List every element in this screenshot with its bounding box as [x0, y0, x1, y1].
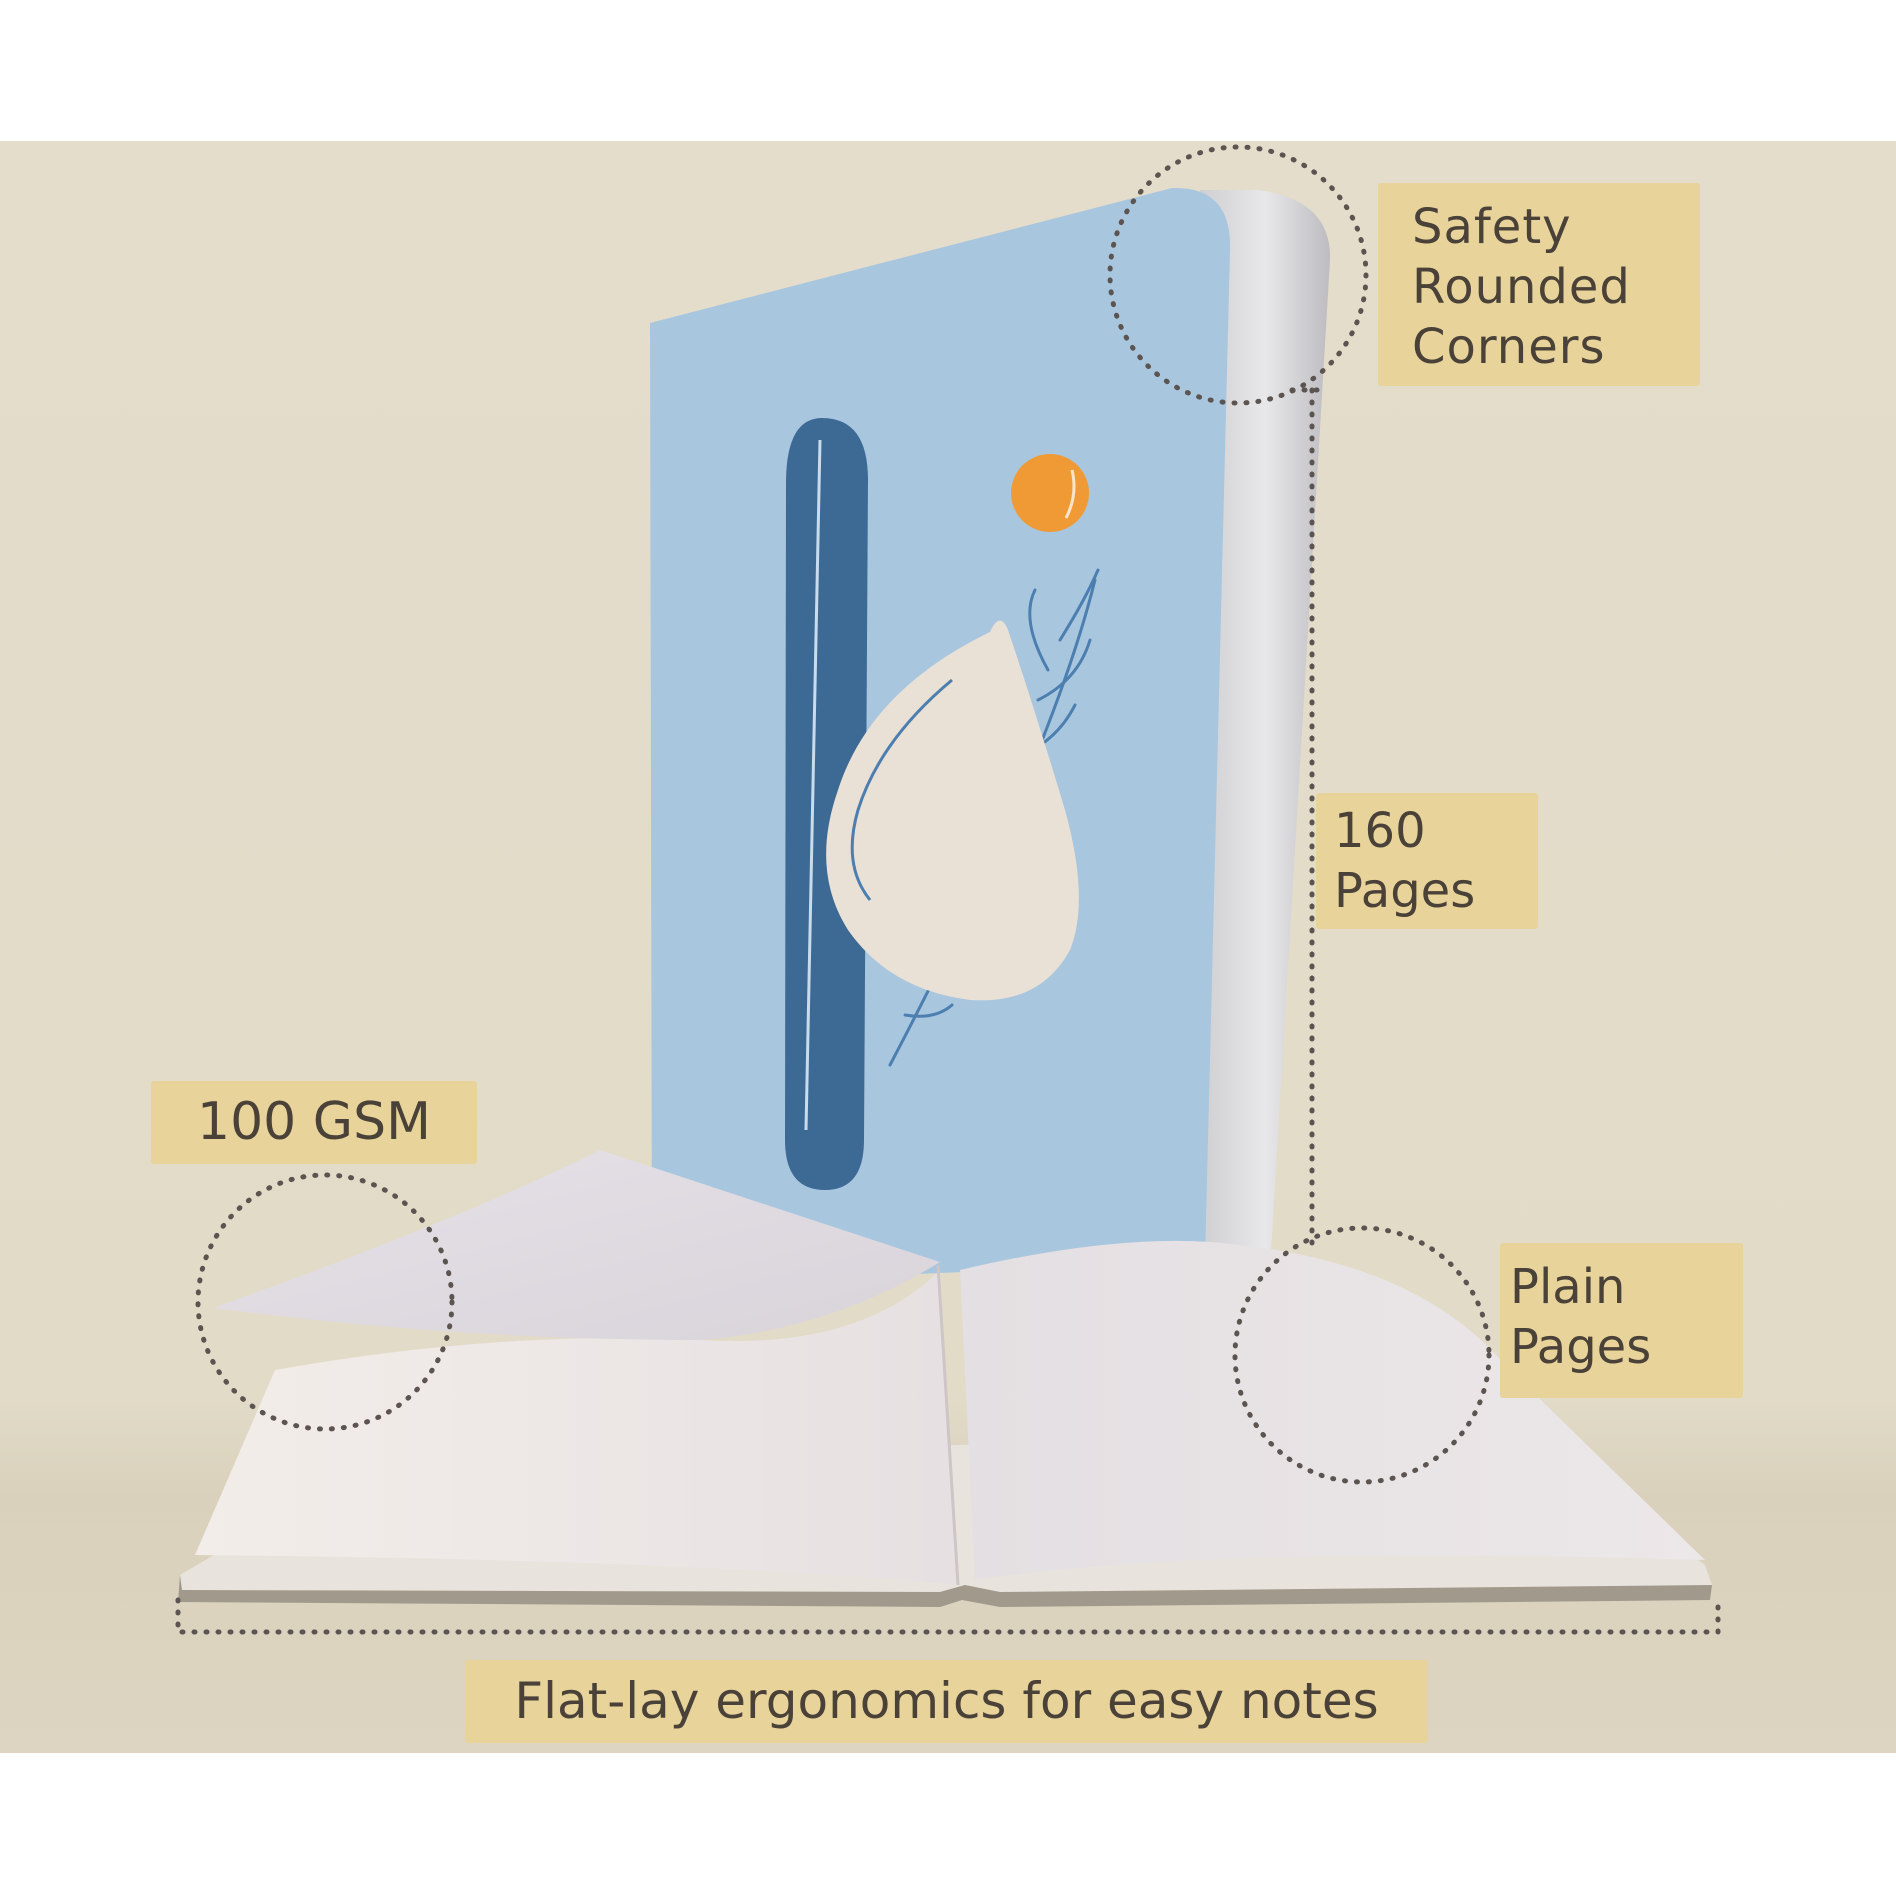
- feature-label-line: Rounded: [1412, 259, 1631, 315]
- feature-label-line: Corners: [1412, 319, 1606, 375]
- open-notebook-flap-page: [213, 1150, 940, 1340]
- feature-label-line: Safety: [1412, 199, 1572, 255]
- feature-label-flat-lay: Flat-lay ergonomics for easy notes: [465, 1660, 1428, 1743]
- cover-cream-shape: [826, 620, 1079, 1001]
- feature-label-page-count: 160 Pages: [1316, 793, 1538, 929]
- feature-label-line: 100 GSM: [197, 1092, 431, 1152]
- feature-label-paper-weight: 100 GSM: [151, 1081, 477, 1164]
- feature-label-line: Flat-lay ergonomics for easy notes: [514, 1672, 1379, 1730]
- feature-label-line: Pages: [1510, 1319, 1652, 1375]
- open-notebook-right-page: [960, 1240, 1705, 1580]
- cover-orange-circle: [1011, 454, 1089, 532]
- dotted-bracket-line: [175, 387, 1721, 1635]
- cover-navy-pill: [785, 418, 868, 1190]
- open-notebook-left-page: [195, 1270, 958, 1585]
- feature-label-line: Plain: [1510, 1259, 1626, 1315]
- feature-label-plain-pages: Plain Pages: [1500, 1243, 1743, 1398]
- dotted-circle-callout: [195, 144, 1492, 1485]
- feature-label-line: Pages: [1334, 863, 1476, 919]
- notebook-page-edges: [1200, 190, 1331, 1275]
- feature-label-line: 160: [1334, 803, 1426, 859]
- feature-label-rounded-corners: Safety Rounded Corners: [1378, 183, 1700, 386]
